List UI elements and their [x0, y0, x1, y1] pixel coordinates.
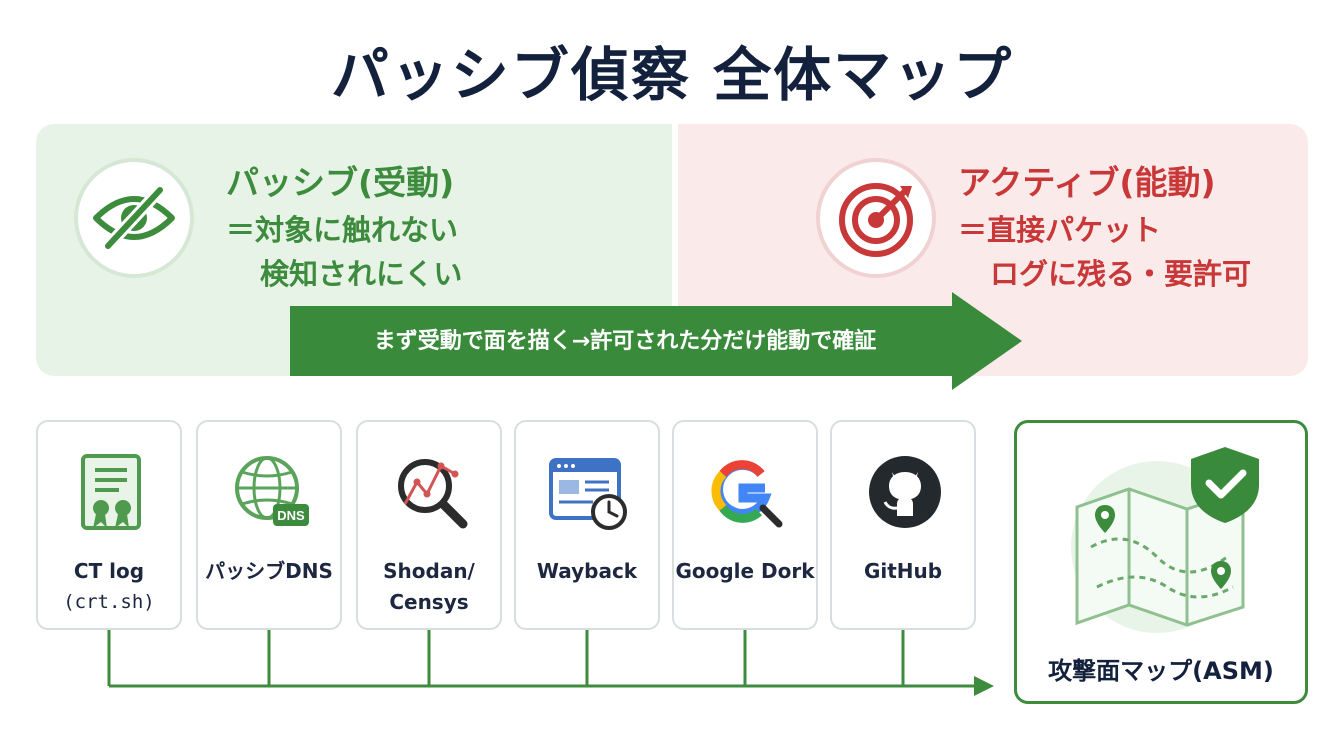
active-line-1: ＝直接パケット: [958, 213, 1162, 247]
globe-dns-icon: DNS: [235, 456, 309, 526]
map-shield-icon: [1071, 447, 1259, 633]
source-card-wayback: Wayback: [514, 420, 660, 630]
source-label: Shodan/ Censys: [383, 559, 475, 614]
flow-arrow: [290, 292, 1022, 390]
flow-arrow-text: まず受動で面を描く→許可された分だけ能動で確証: [373, 329, 877, 354]
asm-label: 攻撃面マップ(ASM): [1048, 657, 1274, 685]
source-label: Google Dork: [675, 559, 815, 583]
active-line-2: ログに残る・要許可: [990, 257, 1252, 291]
source-card-ct-log: CT log (crt.sh): [36, 420, 182, 630]
active-heading: アクティブ(能動): [958, 163, 1216, 202]
target-icon: [839, 183, 913, 257]
dns-badge: DNS: [277, 508, 305, 523]
page-title: パッシブ偵察 全体マップ: [330, 41, 1014, 109]
browser-history-icon: [549, 458, 627, 530]
source-label: GitHub: [863, 559, 943, 583]
search-graph-icon: [398, 459, 468, 529]
source-card-passive-dns: DNS パッシブDNS: [196, 420, 342, 630]
source-card-github: GitHub: [830, 420, 976, 630]
certificate-icon: [81, 454, 141, 530]
source-card-shodan-censys: Shodan/ Censys: [356, 420, 502, 630]
google-search-icon: [711, 460, 783, 528]
passive-heading: パッシブ(受動): [226, 163, 455, 202]
source-label: Wayback: [536, 559, 638, 583]
github-icon: [869, 456, 941, 528]
passive-line-1: ＝対象に触れない: [226, 213, 459, 247]
source-label: CT log (crt.sh): [63, 559, 155, 613]
eye-slash-icon: [93, 185, 175, 251]
passive-icon-circle: [74, 158, 194, 278]
asm-result-card: 攻撃面マップ(ASM): [1014, 420, 1308, 704]
source-card-google-dork: Google Dork: [672, 420, 818, 630]
source-label: パッシブDNS: [205, 559, 333, 583]
passive-line-2: 検知されにくい: [260, 257, 463, 291]
connector-arrowhead: [974, 676, 994, 696]
active-icon-circle: [816, 158, 936, 278]
